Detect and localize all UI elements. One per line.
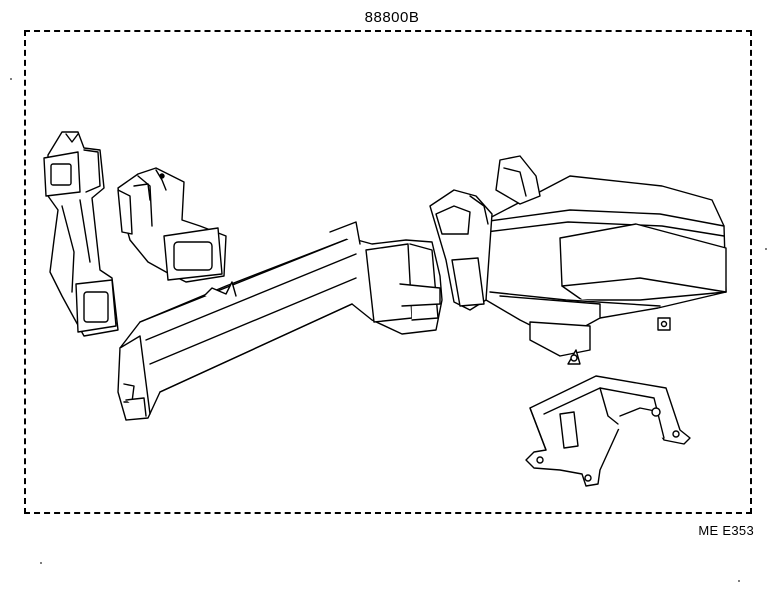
part-number-label: 88800B xyxy=(364,9,420,26)
scan-speck xyxy=(10,78,12,80)
main-air-duct xyxy=(118,222,442,420)
mounting-bracket xyxy=(526,376,690,486)
scan-speck xyxy=(40,562,42,564)
scan-speck xyxy=(765,248,767,250)
scan-speck xyxy=(738,580,740,582)
diagram-frame xyxy=(24,30,752,514)
center-elbow-duct xyxy=(118,168,226,282)
left-air-duct xyxy=(44,132,118,336)
heater-unit xyxy=(430,156,726,364)
illustration-code-label: ME E353 xyxy=(698,523,754,538)
